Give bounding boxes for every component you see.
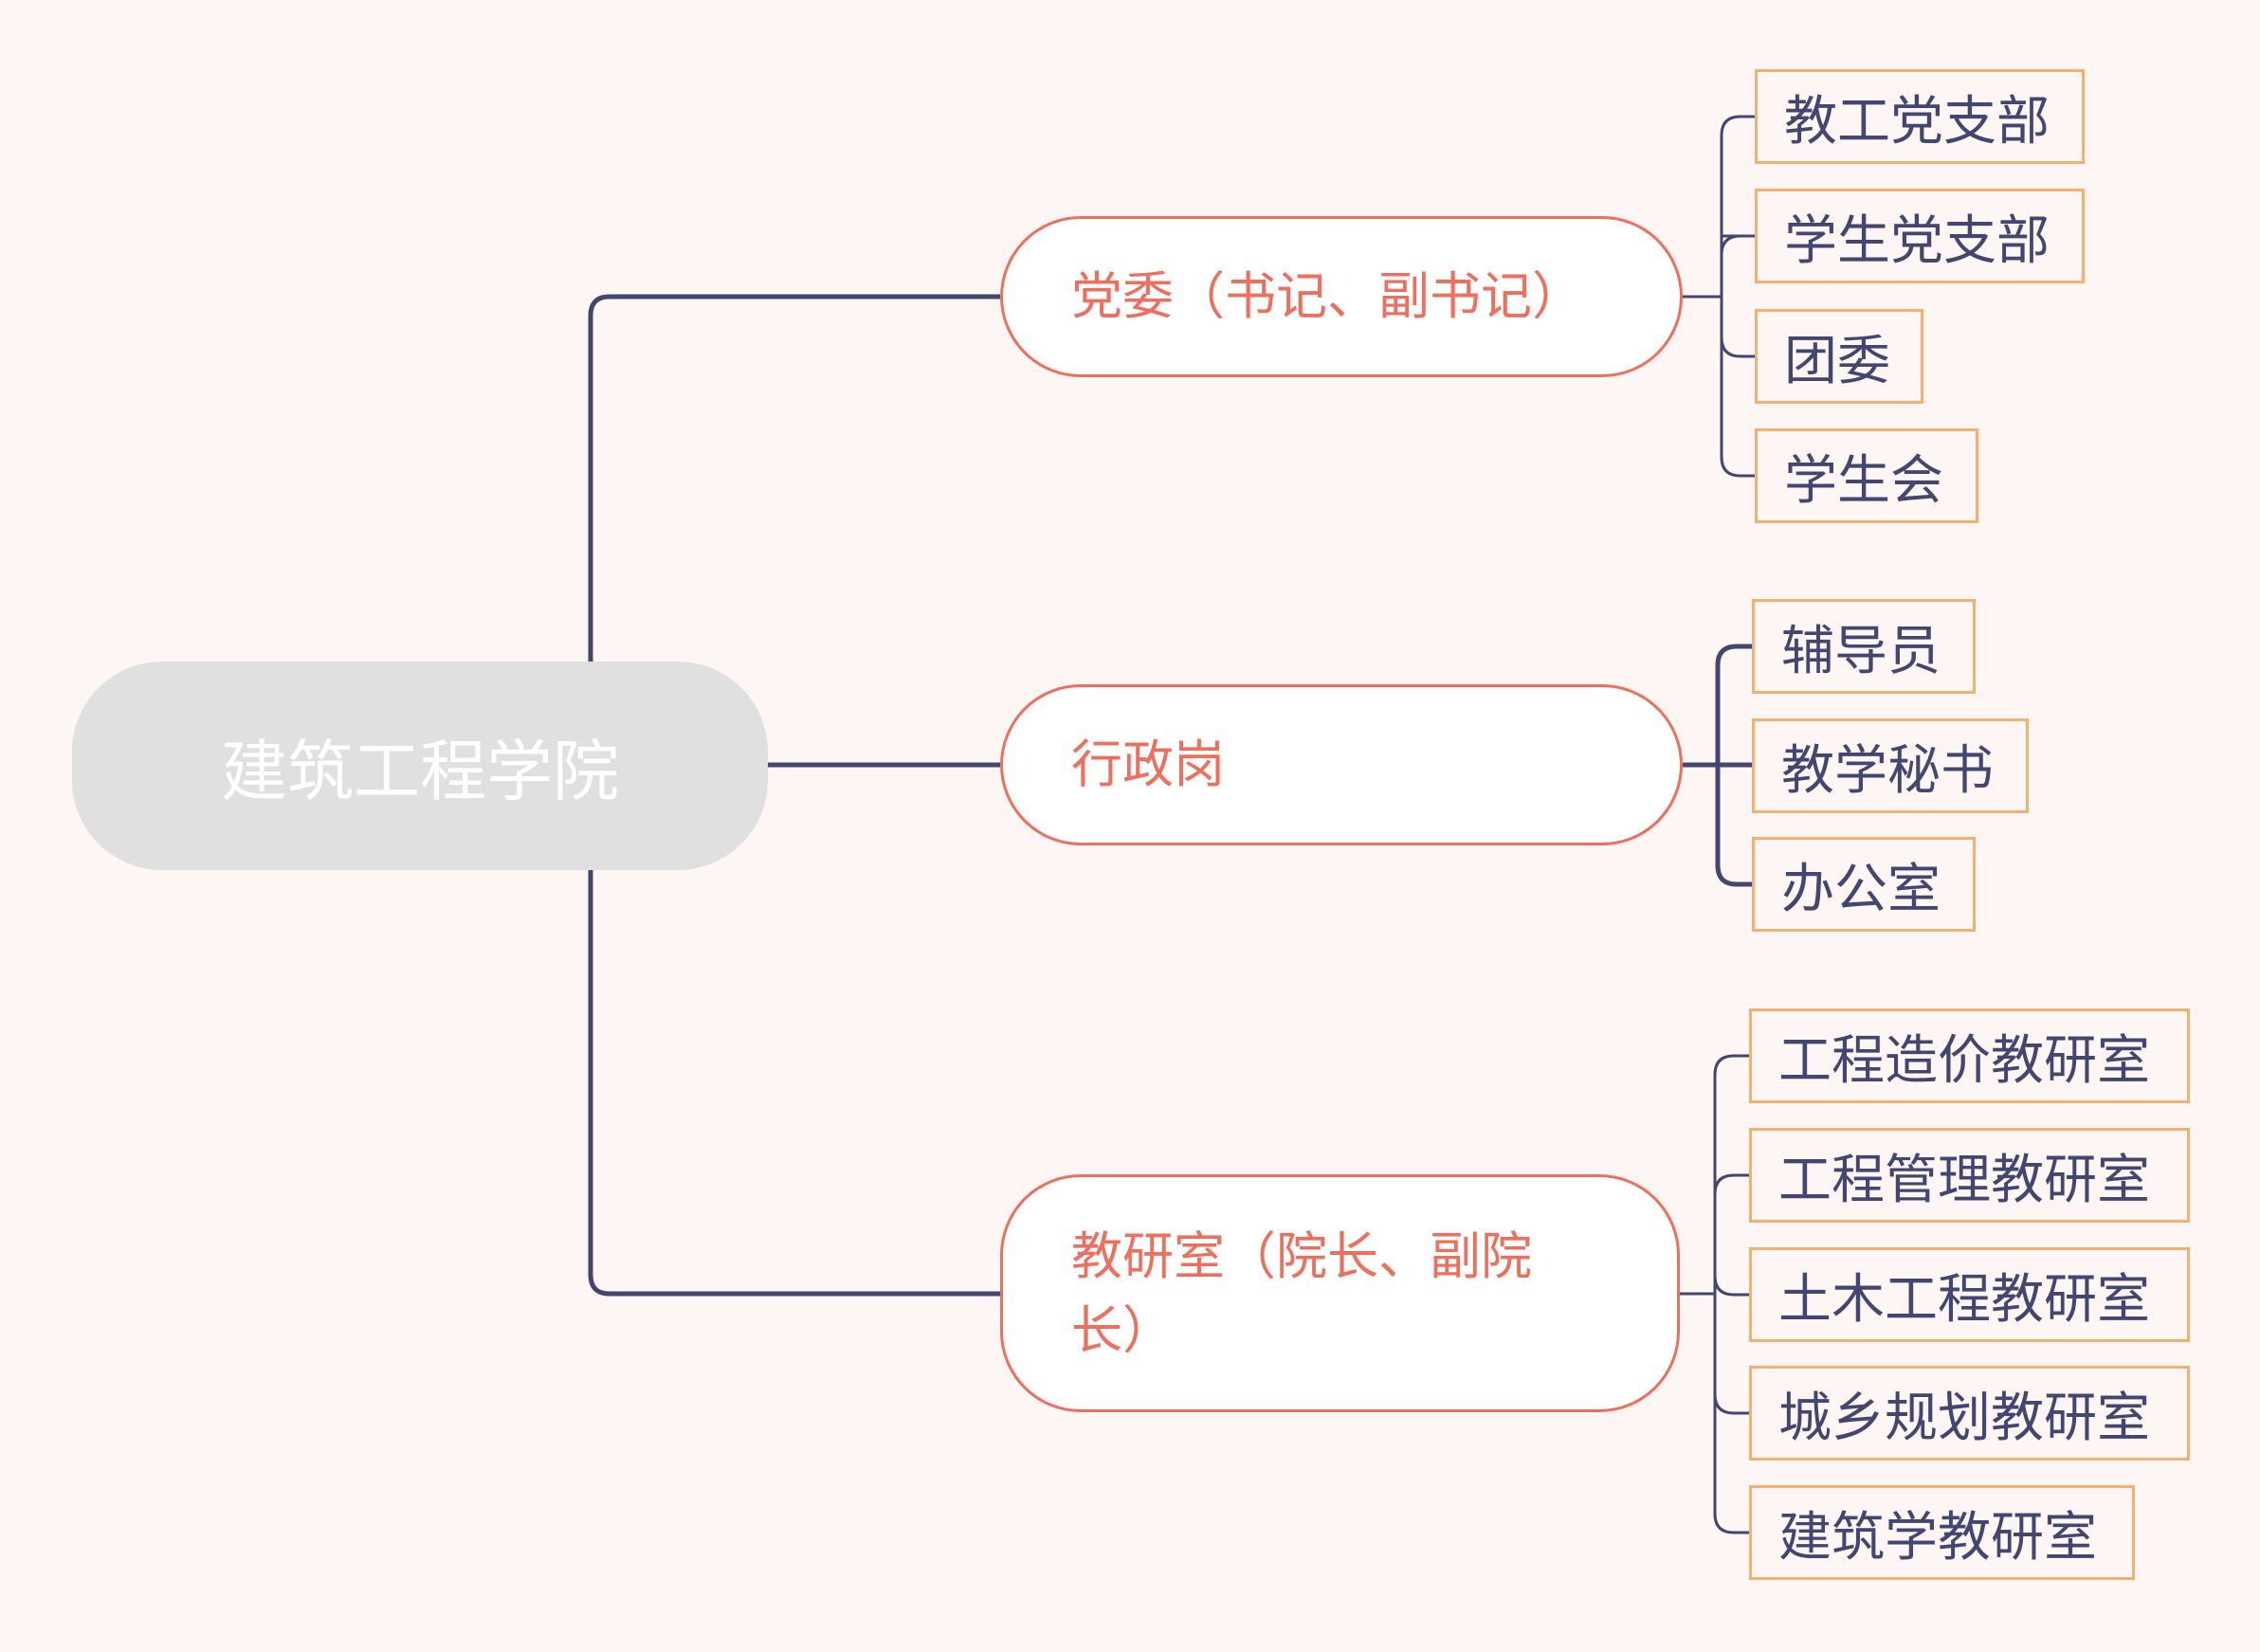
leaf-node[interactable]: 建筑学教研室 bbox=[1749, 1485, 2135, 1580]
branch-label: 党委（书记、副书记） bbox=[1071, 266, 1583, 326]
leaf-label: 教学秘书 bbox=[1781, 739, 1994, 802]
leaf-label: 城乡规划教研室 bbox=[1778, 1387, 2150, 1449]
leaf-label: 工程造价教研室 bbox=[1778, 1029, 2150, 1092]
bracket-branch-1 bbox=[1683, 115, 1755, 478]
branch-node-party-committee[interactable]: 党委（书记、副书记） bbox=[1000, 216, 1683, 377]
leaf-label: 学生会 bbox=[1784, 449, 1943, 512]
leaf-node[interactable]: 工程造价教研室 bbox=[1749, 1008, 2190, 1103]
leaf-node[interactable]: 学生会 bbox=[1755, 428, 1978, 523]
leaf-label: 团委 bbox=[1784, 330, 1890, 392]
leaf-node[interactable]: 工程管理教研室 bbox=[1749, 1128, 2190, 1223]
leaf-label: 办公室 bbox=[1781, 858, 1941, 920]
leaf-label: 辅导员 bbox=[1781, 620, 1941, 682]
root-node[interactable]: 建筑工程学院 bbox=[72, 662, 768, 870]
branch-label: 行政岗 bbox=[1071, 735, 1225, 794]
bracket-branch-2 bbox=[1683, 644, 1752, 887]
leaf-node[interactable]: 教工党支部 bbox=[1755, 69, 2085, 164]
branch-node-teaching-research[interactable]: 教研室（院长、副院长） bbox=[1000, 1174, 1680, 1412]
leaf-label: 建筑学教研室 bbox=[1778, 1506, 2097, 1569]
root-label: 建筑工程学院 bbox=[221, 732, 619, 810]
leaf-node[interactable]: 学生党支部 bbox=[1755, 189, 2085, 283]
leaf-label: 教工党支部 bbox=[1784, 90, 2050, 153]
leaf-label: 土木工程教研室 bbox=[1778, 1268, 2150, 1331]
leaf-node[interactable]: 土木工程教研室 bbox=[1749, 1247, 2190, 1342]
leaf-node[interactable]: 教学秘书 bbox=[1752, 718, 2029, 813]
branch-node-administration[interactable]: 行政岗 bbox=[1000, 684, 1683, 845]
leaf-label: 学生党支部 bbox=[1784, 209, 2050, 272]
leaf-label: 工程管理教研室 bbox=[1778, 1149, 2150, 1211]
leaf-node[interactable]: 辅导员 bbox=[1752, 599, 1976, 694]
connector-root-branch-1 bbox=[588, 294, 1000, 662]
leaf-node[interactable]: 城乡规划教研室 bbox=[1749, 1366, 2190, 1461]
branch-label: 教研室（院长、副院长） bbox=[1071, 1225, 1532, 1360]
leaf-node[interactable]: 办公室 bbox=[1752, 837, 1976, 932]
bracket-branch-3 bbox=[1680, 1054, 1749, 1534]
leaf-node[interactable]: 团委 bbox=[1755, 309, 1923, 404]
connector-root-branch-3 bbox=[588, 870, 1000, 1297]
